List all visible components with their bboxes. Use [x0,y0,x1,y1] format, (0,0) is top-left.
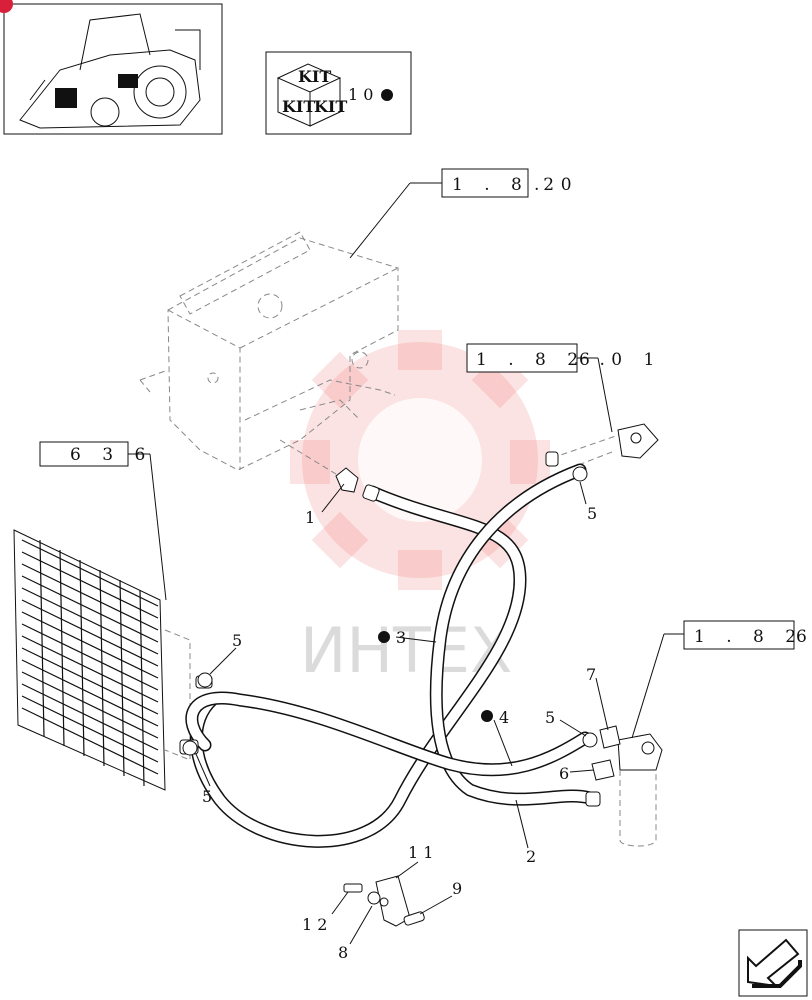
svg-text:1 . 8 2: 1 . 8 2 [452,175,562,195]
svg-text:6 3 6: 6 3 6 [70,445,153,465]
dot-icon-3 [378,631,390,643]
tractor-thumbnail [0,0,223,135]
clamp-5-left [197,672,213,688]
fitting-1 [279,439,359,493]
callout-1: 1 [305,508,315,527]
callout-6: 6 [559,764,569,783]
callout-7: 7 [586,665,596,684]
callout-11: 1 1 [408,843,433,862]
ref-pipe: 1 . 8 2 . 6 0 1 [466,343,662,433]
callout-2: 2 [526,847,536,866]
callout-9: 9 [452,879,462,898]
callout-3: 3 [396,628,406,647]
kit-side-left: KIT [282,97,315,116]
hose-2 [185,691,592,777]
clamp-5-right [582,732,598,748]
ref-filter: 1 . 8 2 . 6 [631,620,812,739]
hose-4 [429,463,597,806]
kit-note: 1 0 [348,85,373,104]
pipe-ref-part [545,423,659,473]
callout-5-bottom-left: 5 [202,787,212,806]
hose-3 [189,485,527,848]
bolt-12 [343,883,363,893]
callout-5-top: 5 [587,504,597,523]
svg-text:6 0 1: 6 0 1 [579,350,662,370]
clamp-5-bottom [182,740,198,756]
dot-icon-4 [481,710,493,722]
callout-5-left: 5 [232,631,242,650]
radiator [13,529,191,791]
svg-text:. 0: . 0 [534,175,580,195]
callout-5-right: 5 [545,708,555,727]
svg-text:1 . 8 2 .: 1 . 8 2 . [694,627,812,647]
callout-12: 1 2 [302,915,327,934]
kit-box: KIT KIT KIT 1 0 [265,51,412,135]
kit-cube-label: KIT [298,67,331,86]
bracket-11 [375,875,411,927]
leader-lines [195,481,609,945]
watermark-logo: ИНТЕХ [290,330,550,687]
ref-radiator: 6 3 6 [39,441,167,601]
svg-text:1 . 8 2 .: 1 . 8 2 . [476,350,613,370]
callout-4: 4 [499,708,509,727]
engine-block-outline [139,231,399,471]
washer-8 [367,891,381,905]
nav-arrow-button[interactable] [738,929,808,997]
svg-text:6: 6 [796,627,812,647]
kit-side-right: KIT [314,97,347,116]
callout-8: 8 [338,943,348,962]
kit-dot-icon [381,89,393,101]
pin-9 [403,911,425,926]
clamp-5-top [572,466,588,482]
ref-engine: 1 . 8 2 . 0 [349,168,580,259]
filter-assembly [585,725,663,847]
